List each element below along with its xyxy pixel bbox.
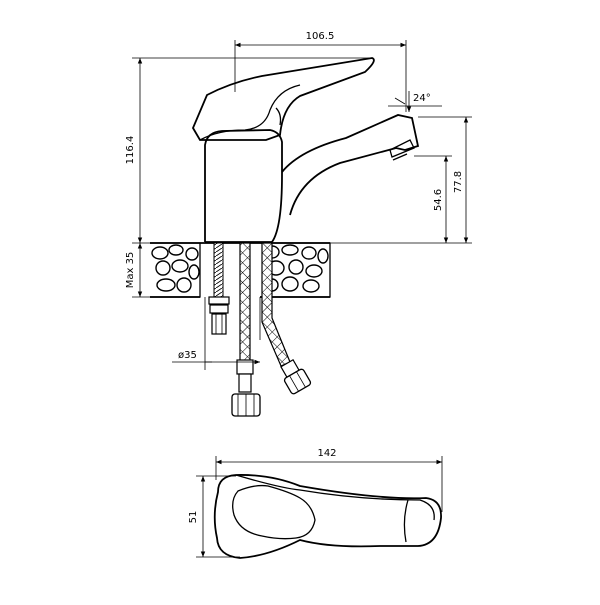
dim-height-outlet-label: 77.8	[453, 171, 464, 193]
dim-width-top-label: 106.5	[306, 31, 335, 42]
tap-spout	[281, 114, 420, 216]
flexible-hose-right	[261, 242, 312, 395]
flexible-hose-left	[231, 242, 261, 417]
dim-depth-plan-label: 51	[188, 511, 199, 524]
front-dimensions: 106.5 116.4 Max 35 24° 77.8	[125, 31, 472, 370]
dim-max-counter-label: Max 35	[125, 252, 136, 289]
mounting-stud	[208, 242, 230, 335]
dim-width-plan: 142	[215, 448, 443, 512]
tap-body	[204, 129, 283, 243]
left-stone-block	[150, 242, 201, 298]
dim-height-spout: 54.6	[414, 155, 452, 243]
dim-hole-diameter: ø35	[172, 297, 261, 370]
plan-dimensions: 142 51	[188, 448, 443, 558]
dim-width-top: 106.5	[234, 31, 407, 112]
dim-width-plan-label: 142	[317, 448, 336, 459]
dim-spout-angle: 24°	[388, 91, 442, 112]
dim-hole-diameter-label: ø35	[178, 350, 197, 361]
dim-max-counter: Max 35	[125, 243, 150, 298]
dim-spout-angle-label: 24°	[413, 93, 431, 104]
lever-handle	[191, 57, 375, 141]
countertop-section	[150, 242, 331, 298]
dim-height-outlet: 77.8	[330, 116, 472, 244]
dim-height-spout-label: 54.6	[433, 189, 444, 211]
dim-depth-plan: 51	[188, 475, 240, 558]
front-elevation	[150, 57, 420, 417]
dim-height-total: 116.4	[125, 57, 370, 244]
dim-height-total-label: 116.4	[125, 136, 136, 165]
plan-view	[213, 474, 442, 559]
